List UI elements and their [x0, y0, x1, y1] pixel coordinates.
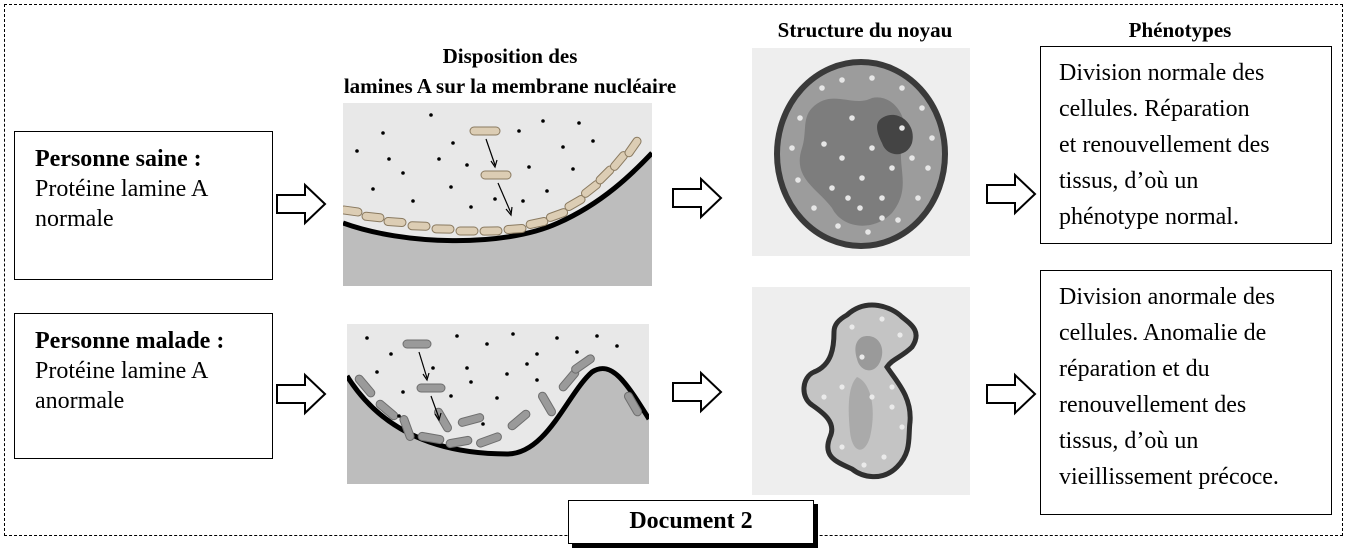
phenotype-abnormal-line: renouvellement des [1059, 392, 1247, 418]
phenotype-normal-line: Division normale des [1059, 60, 1265, 86]
arrow-right-icon [672, 176, 723, 220]
arrow-right-icon [986, 372, 1037, 416]
lamin-rod [545, 208, 569, 222]
membrane-normal-illustration [343, 103, 652, 286]
healthy-protein-line2: normale [35, 206, 114, 232]
nucleus-normal-illustration [752, 48, 970, 256]
arrow-right-icon [276, 372, 327, 416]
lamin-rod [375, 399, 399, 421]
lamin-rod [571, 354, 595, 374]
healthy-protein-line1: Protéine lamine A [35, 176, 209, 202]
lamin-rod [383, 217, 407, 227]
phenotype-abnormal-line: cellules. Anomalie de [1059, 320, 1267, 346]
lamin-rod [624, 391, 642, 417]
membrane-abnormal-illustration [347, 324, 649, 484]
lamin-rod [354, 374, 376, 398]
lamin-rod [431, 224, 455, 234]
sick-person-box: Personne malade : Protéine lamine A anor… [14, 313, 273, 459]
lamin-normal-rods [343, 136, 642, 236]
lamin-rod [399, 415, 415, 441]
phenotype-normal-box: Division normale des cellules. Réparatio… [1040, 46, 1332, 244]
lamin-rod [479, 226, 503, 236]
lamin-rod [624, 136, 642, 158]
lamin-rod [434, 407, 452, 433]
sick-protein-line1: Protéine lamine A [35, 358, 209, 384]
lamin-rod [343, 205, 363, 217]
lamin-rod [361, 211, 385, 223]
lamin-rod [503, 224, 527, 234]
sick-protein-line2: anormale [35, 388, 125, 414]
document-label: Document 2 [568, 500, 814, 544]
healthy-person-box: Personne saine : Protéine lamine A norma… [14, 131, 273, 280]
lamin-rod [445, 435, 473, 449]
lamin-rod [457, 413, 485, 427]
lamin-abnormal-rods [354, 354, 642, 449]
phenotype-abnormal-line: réparation et du [1059, 356, 1210, 382]
phenotype-normal-line: tissus, d’où un [1059, 168, 1199, 194]
phenotype-normal-line: phénotype normal. [1059, 204, 1239, 230]
lamin-rod [476, 432, 502, 448]
phenotype-abnormal-line: vieillissement précoce. [1059, 464, 1279, 490]
lamin-rod [507, 409, 531, 431]
arrow-right-icon [276, 182, 327, 226]
heading-disposition-line1: Disposition des [442, 44, 578, 68]
lamin-rod [538, 391, 556, 417]
heading-structure: Structure du noyau [777, 18, 953, 42]
nucleus-abnormal-illustration [752, 287, 970, 495]
healthy-person-title: Personne saine : [35, 146, 202, 172]
arrow-right-icon [986, 172, 1037, 216]
lamin-rod [455, 226, 479, 236]
phenotype-abnormal-box: Division anormale des cellules. Anomalie… [1040, 270, 1332, 515]
lamin-rod [417, 431, 445, 445]
phenotype-normal-line: cellules. Réparation [1059, 96, 1250, 122]
arrow-right-icon [672, 370, 723, 414]
sick-person-title: Personne malade : [35, 328, 225, 354]
phenotype-abnormal-line: tissus, d’où un [1059, 428, 1199, 454]
lamin-rod [407, 221, 431, 231]
heading-disposition-line2: lamines A sur la membrane nucléaire [343, 74, 677, 98]
phenotype-abnormal-line: Division anormale des [1059, 284, 1275, 310]
heading-phenotypes: Phénotypes [1128, 18, 1232, 42]
phenotype-normal-line: et renouvellement des [1059, 132, 1270, 158]
